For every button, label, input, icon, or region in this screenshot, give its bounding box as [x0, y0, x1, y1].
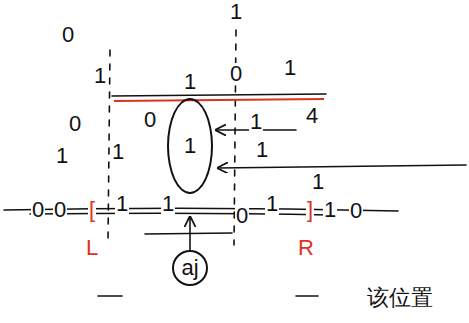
node-text: aj — [181, 257, 198, 279]
underline — [145, 233, 232, 234]
sketch-label: R — [297, 237, 315, 259]
sketch-label: 0 — [53, 199, 67, 221]
sketch-label: 1 — [183, 71, 197, 93]
sketch-label: 0 — [68, 113, 82, 135]
sketch-label: 0 — [349, 200, 363, 222]
sketch-label: ] — [306, 199, 314, 221]
pointer-arrow — [218, 165, 466, 168]
sketch-label: 1 — [161, 193, 175, 215]
sketch-label: 1 — [311, 171, 325, 193]
tick-mark — [296, 295, 318, 297]
tick-mark — [98, 295, 122, 297]
sketch-label: 1 — [323, 199, 337, 221]
sketch-label: 4 — [305, 105, 319, 127]
dashed-column — [108, 50, 110, 240]
element-circle: aj — [172, 250, 208, 286]
sketch-label: 1 — [115, 193, 129, 215]
sketch-label: L — [85, 237, 99, 259]
sketch-label: 0 — [61, 24, 75, 46]
sketch-label: 0 — [31, 199, 45, 221]
base-line — [30, 213, 330, 215]
sketch-label: 0 — [229, 63, 243, 85]
sketch-label: 1 — [255, 139, 269, 161]
sketch-label: 1 — [111, 141, 125, 163]
sketch-label: 1 — [283, 57, 297, 79]
column-ellipse: 1 — [167, 98, 213, 194]
sketch-label: 1 — [229, 1, 243, 23]
sketch-label: 1 — [55, 145, 69, 167]
sketch-label: 该位置 — [366, 287, 434, 309]
node-text: 1 — [184, 135, 196, 157]
sketch-label: 0 — [235, 205, 249, 227]
top-line — [112, 94, 326, 96]
red-line — [114, 99, 324, 101]
sketch-label: 1 — [249, 111, 263, 133]
sketch-label: 1 — [265, 193, 279, 215]
pointer-arrow — [189, 217, 191, 250]
sketch-label: 0 — [143, 109, 157, 131]
sketch-label: [ — [88, 199, 96, 221]
sketch-label: 1 — [93, 65, 107, 87]
